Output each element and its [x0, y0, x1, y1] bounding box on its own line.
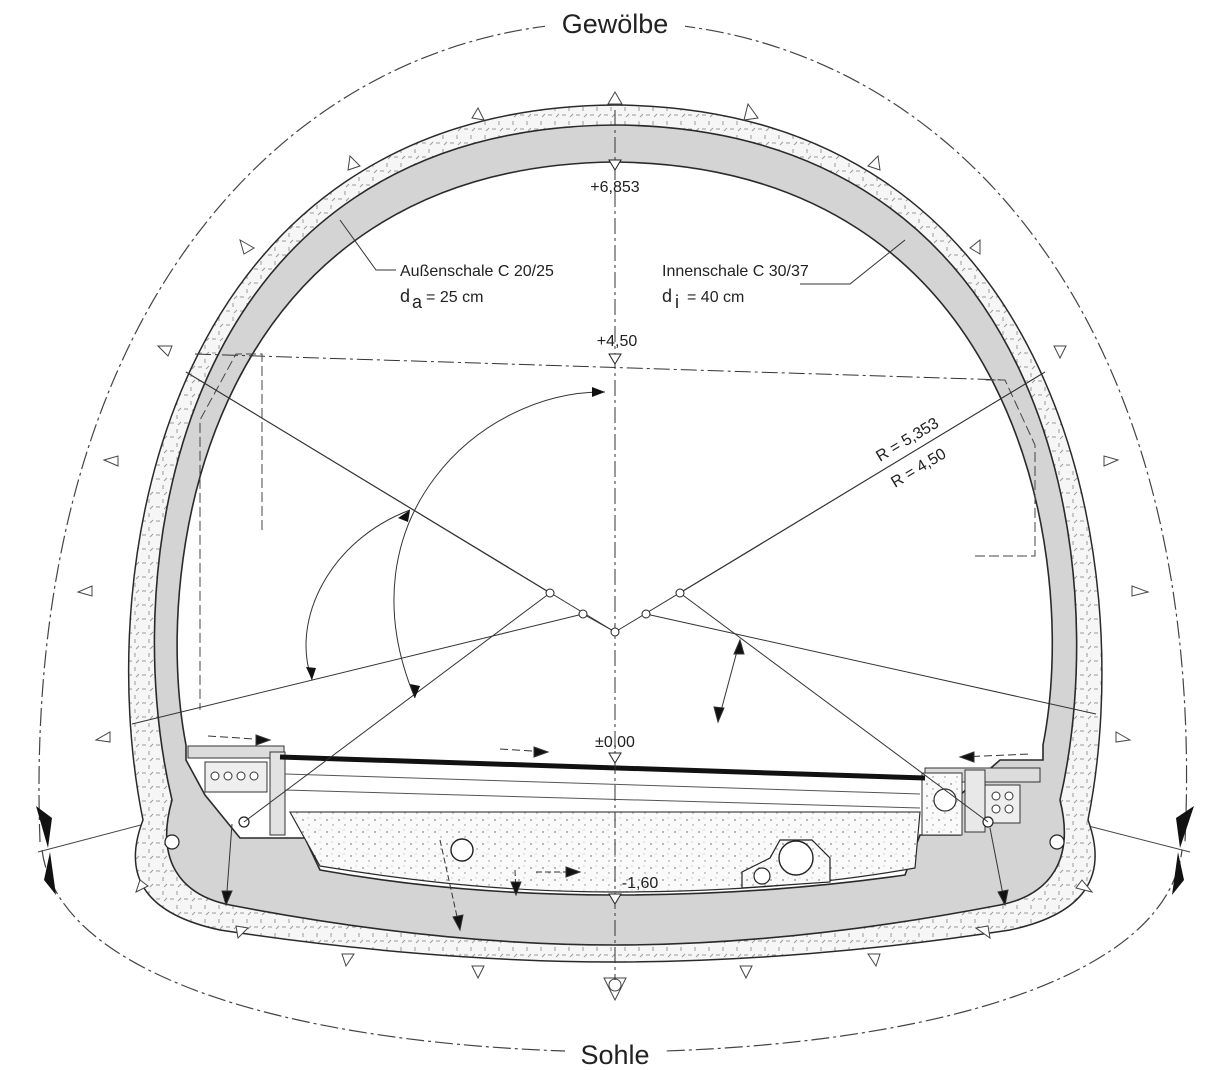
right-cable-conduits — [991, 791, 1014, 814]
crown-elevation: +6,853 — [590, 179, 639, 196]
inner-thickness-subscript: i — [675, 292, 679, 312]
spring-elevation: +4,50 — [597, 333, 638, 350]
outer-thickness-subscript: a — [412, 292, 423, 312]
right-boundary-arrow-down — [1172, 852, 1184, 895]
collector-pipe-small — [753, 867, 771, 885]
road-base-line-1 — [284, 773, 921, 795]
outer-shell-label: Außenschale C 20/25 — [400, 263, 554, 280]
outer-shell-leader — [339, 219, 396, 271]
elevation-triangles — [608, 159, 622, 905]
right-boundary-arrow-up — [1176, 806, 1194, 848]
left-curb — [269, 751, 286, 836]
left-cable-conduits — [210, 771, 259, 781]
invert-label-bg — [565, 1036, 665, 1070]
right-slot-drain-pipe — [933, 788, 957, 812]
drain-point-bottom — [608, 978, 622, 992]
angle-arc-small — [305, 509, 411, 681]
left-boundary-line — [37, 819, 161, 853]
outer-thickness-symbol: d — [400, 286, 410, 306]
outer-thickness-value: = 25 cm — [426, 289, 483, 306]
inner-shell-leader — [800, 239, 906, 285]
right-side-drain — [1049, 834, 1065, 850]
right-curb — [964, 769, 986, 833]
radius-centres — [545, 588, 685, 637]
angle-arc-large — [393, 391, 606, 699]
centre-drain-pipe — [450, 838, 474, 862]
vault-label: Gewölbe — [562, 9, 669, 39]
left-clearance-outline — [199, 353, 263, 710]
road-base-line-2 — [284, 789, 921, 809]
left-side-drain — [164, 834, 180, 850]
collector-pipe-large — [778, 840, 814, 876]
road-surface — [279, 754, 926, 781]
invert-elevation: -1,60 — [622, 875, 659, 892]
angle-arrows — [306, 387, 605, 698]
radius-lines — [131, 371, 1097, 823]
dimension-arrows — [207, 638, 1031, 932]
datum-elevation: ±0,00 — [595, 734, 635, 751]
vault-label-bg — [545, 6, 685, 40]
invert-label: Sohle — [580, 1040, 649, 1070]
right-clearance-outline — [975, 379, 1036, 557]
spring-line — [194, 353, 1006, 381]
inner-thickness-symbol: d — [662, 286, 672, 306]
rock-bolts — [76, 91, 1150, 1002]
inner-thickness-value: = 40 cm — [687, 289, 744, 306]
left-boundary-arrow-up — [36, 806, 52, 848]
inner-shell-label: Innenschale C 30/37 — [662, 263, 809, 280]
left-boundary-arrow-down — [44, 852, 56, 895]
